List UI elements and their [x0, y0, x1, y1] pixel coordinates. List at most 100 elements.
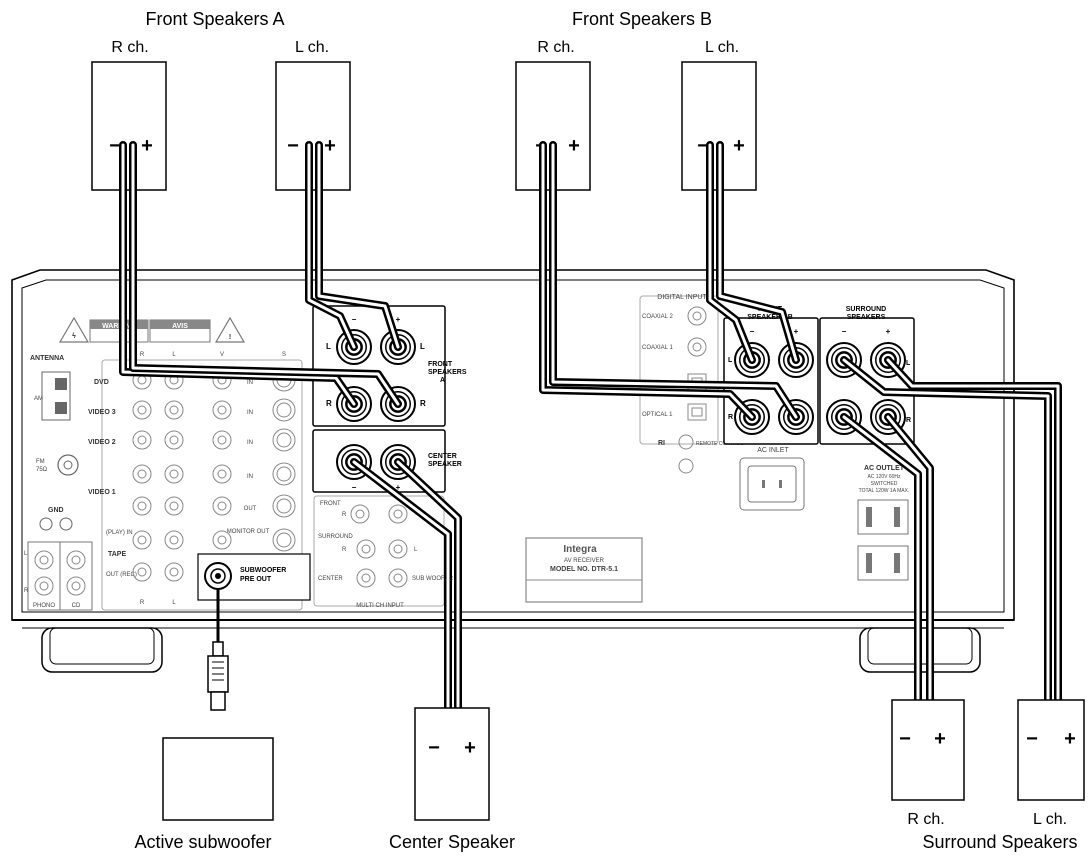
surround-l-label: L: [906, 360, 911, 367]
brand-label: Integra: [563, 544, 597, 555]
center-speaker: − + Center Speaker: [389, 707, 515, 852]
front-a-l-label-right: L: [420, 342, 425, 351]
rca-jack: [164, 400, 184, 420]
col-l-label: L: [172, 352, 176, 358]
plus-terminal-label: +: [1064, 728, 1076, 750]
am-label: AM: [34, 396, 43, 402]
gnd-label: GND: [48, 507, 64, 514]
surround-plus-label: +: [886, 327, 891, 336]
rca-jack: [212, 496, 232, 516]
speaker-channel-label: L ch.: [705, 39, 739, 56]
rca-jack: [164, 496, 184, 516]
warning-exclamation-icon: !: [229, 334, 231, 341]
dvd-label: DVD: [94, 379, 109, 386]
tape-label: TAPE: [108, 551, 126, 558]
cd-label: CD: [72, 603, 81, 609]
front-speakers-a-label-3: A: [440, 377, 445, 384]
fm-antenna-jack: [57, 454, 79, 476]
rca-jack: [164, 530, 184, 550]
mc-front-label: FRONT: [320, 501, 341, 507]
rca-jack: [350, 504, 370, 524]
minus-terminal-label: −: [287, 135, 299, 157]
model-line-2: MODEL NO. DTR-5.1: [550, 566, 618, 573]
center-plus-label: +: [396, 483, 401, 492]
rca-jack: [132, 400, 152, 420]
ac-outlet-spec-3: TOTAL 120W 1A MAX.: [859, 488, 910, 494]
monitor-out-label: MONITOR OUT: [227, 529, 270, 535]
rca-jack: [212, 530, 232, 550]
multi-ch-input-label: MULTI CH INPUT: [356, 603, 404, 609]
remote-control-label: REMOTE CONTROL: [696, 441, 743, 447]
in-label: IN: [247, 410, 253, 416]
grid-r-bottom-label: R: [140, 600, 145, 606]
center-speaker-label-2: SPEAKER: [428, 461, 462, 468]
speaker-channel-label: R ch.: [907, 811, 944, 828]
rca-jack: [388, 539, 408, 559]
rca-jack: [164, 430, 184, 450]
speaker-channel-label: R ch.: [111, 39, 148, 56]
coaxial2-label: COAXIAL 2: [642, 314, 673, 320]
plus-terminal-label: +: [464, 737, 476, 759]
avis-label: AVIS: [172, 323, 188, 330]
in-label: IN: [247, 474, 253, 480]
front-b-plus-label: +: [794, 327, 799, 336]
in-label: IN: [247, 440, 253, 446]
center-speaker-caption: Center Speaker: [389, 832, 515, 852]
grid-l-bottom-label: L: [172, 600, 176, 606]
mc-surround-label: SURROUND: [318, 534, 353, 540]
rca-jack: [212, 400, 232, 420]
model-line-1: AV RECEIVER: [564, 558, 605, 564]
rca-jack: [212, 464, 232, 484]
s-video-jack: [272, 428, 296, 452]
fm-ohm-label: 75Ω: [36, 467, 48, 473]
s-video-jack: [272, 398, 296, 422]
s-video-jack: [272, 494, 296, 518]
rca-jack: [356, 568, 376, 588]
front-a-r-label-right: R: [420, 399, 426, 408]
active-subwoofer: Active subwoofer: [134, 641, 274, 852]
ac-outlet-spec-1: AC 120V 60Hz: [867, 474, 901, 480]
rca-jack: [356, 539, 376, 559]
col-r-label: R: [140, 352, 145, 358]
surround-r-label: R: [906, 417, 911, 424]
rca-jack: [164, 464, 184, 484]
front-speakers-a-label-2: SPEAKERS: [428, 369, 467, 376]
rca-jack: [388, 568, 408, 588]
rca-jack: [388, 504, 408, 524]
phono-label: PHONO: [33, 603, 55, 609]
video1-label: VIDEO 1: [88, 489, 116, 496]
rca-jack: [132, 562, 152, 582]
av-receiver-rear-panel: ϟ WARNING AVIS ! ANTENNA AM FM 75Ω GND P…: [11, 269, 1015, 673]
front-speakers-b-label-2: SPEAKERS B: [747, 314, 793, 321]
plus-terminal-label: +: [141, 135, 153, 157]
in-label: IN: [247, 380, 253, 386]
phono-l-label: L: [24, 551, 28, 557]
front-speakers-a-caption: Front Speakers A: [145, 9, 284, 29]
video2-label: VIDEO 2: [88, 439, 116, 446]
col-v-label: V: [220, 352, 224, 358]
front-a-plus-label: +: [396, 315, 401, 324]
mc-l-label: L: [414, 547, 418, 553]
ac-outlet-spec-2: SWITCHED: [871, 481, 898, 487]
front-b-l-label: L: [728, 357, 733, 364]
front-speakers-a-label-1: FRONT: [428, 361, 453, 368]
minus-terminal-label: −: [109, 135, 121, 157]
mc-center-label: CENTER: [318, 576, 343, 582]
surround-speakers-label-1: SURROUND: [846, 306, 886, 313]
plus-terminal-label: +: [324, 135, 336, 157]
fm-label: FM: [36, 459, 45, 465]
ac-inlet-label: AC INLET: [757, 447, 789, 454]
antenna-label: ANTENNA: [30, 355, 64, 362]
digital-input-label: DIGITAL INPUT: [657, 294, 707, 301]
center-minus-label: −: [352, 483, 357, 492]
col-s-label: S: [282, 352, 286, 358]
front-b-minus-label: −: [750, 327, 755, 336]
play-in-label: (PLAY) IN: [106, 530, 133, 536]
s-video-jack: [272, 462, 296, 486]
plus-terminal-label: +: [934, 728, 946, 750]
mc-r-label: R: [342, 512, 347, 518]
plus-terminal-label: +: [733, 135, 745, 157]
surround-speakers-caption: Surround Speakers: [922, 832, 1077, 852]
optical1-label: OPTICAL 1: [642, 412, 673, 418]
